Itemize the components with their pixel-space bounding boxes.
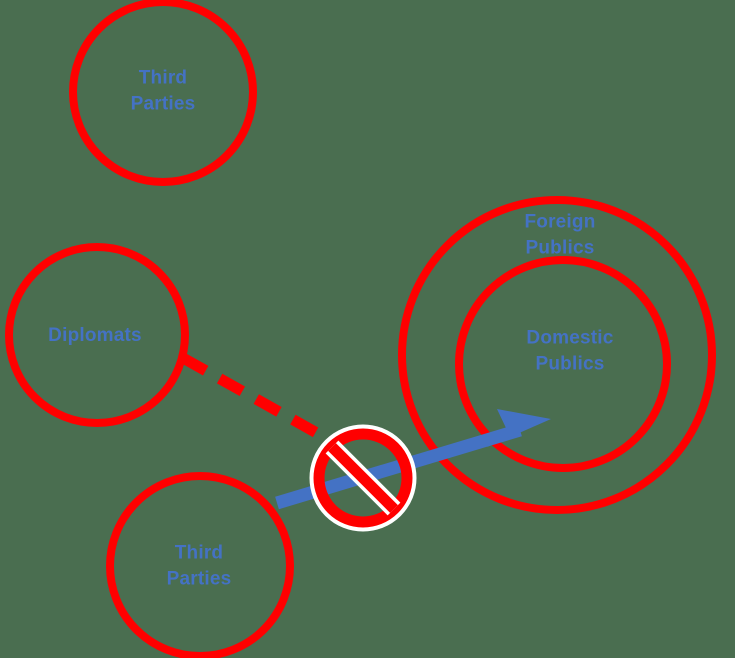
- node-circle-third-parties-bottom[interactable]: [106, 472, 294, 658]
- node-circle-diplomats[interactable]: [5, 243, 189, 427]
- blue-arrow-head: [487, 409, 551, 447]
- no-entry-icon[interactable]: [309, 424, 417, 532]
- node-circle-domestic-publics[interactable]: [455, 256, 671, 472]
- no-entry-icon-halo: [309, 424, 417, 532]
- node-circle-foreign-publics[interactable]: [398, 196, 716, 514]
- connector-diplomats-dashed-line[interactable]: [180, 353, 343, 451]
- no-entry-icon-slash: [328, 443, 398, 513]
- node-circle-third-parties-top[interactable]: [69, 0, 257, 186]
- no-entry-icon-ring: [313, 428, 413, 528]
